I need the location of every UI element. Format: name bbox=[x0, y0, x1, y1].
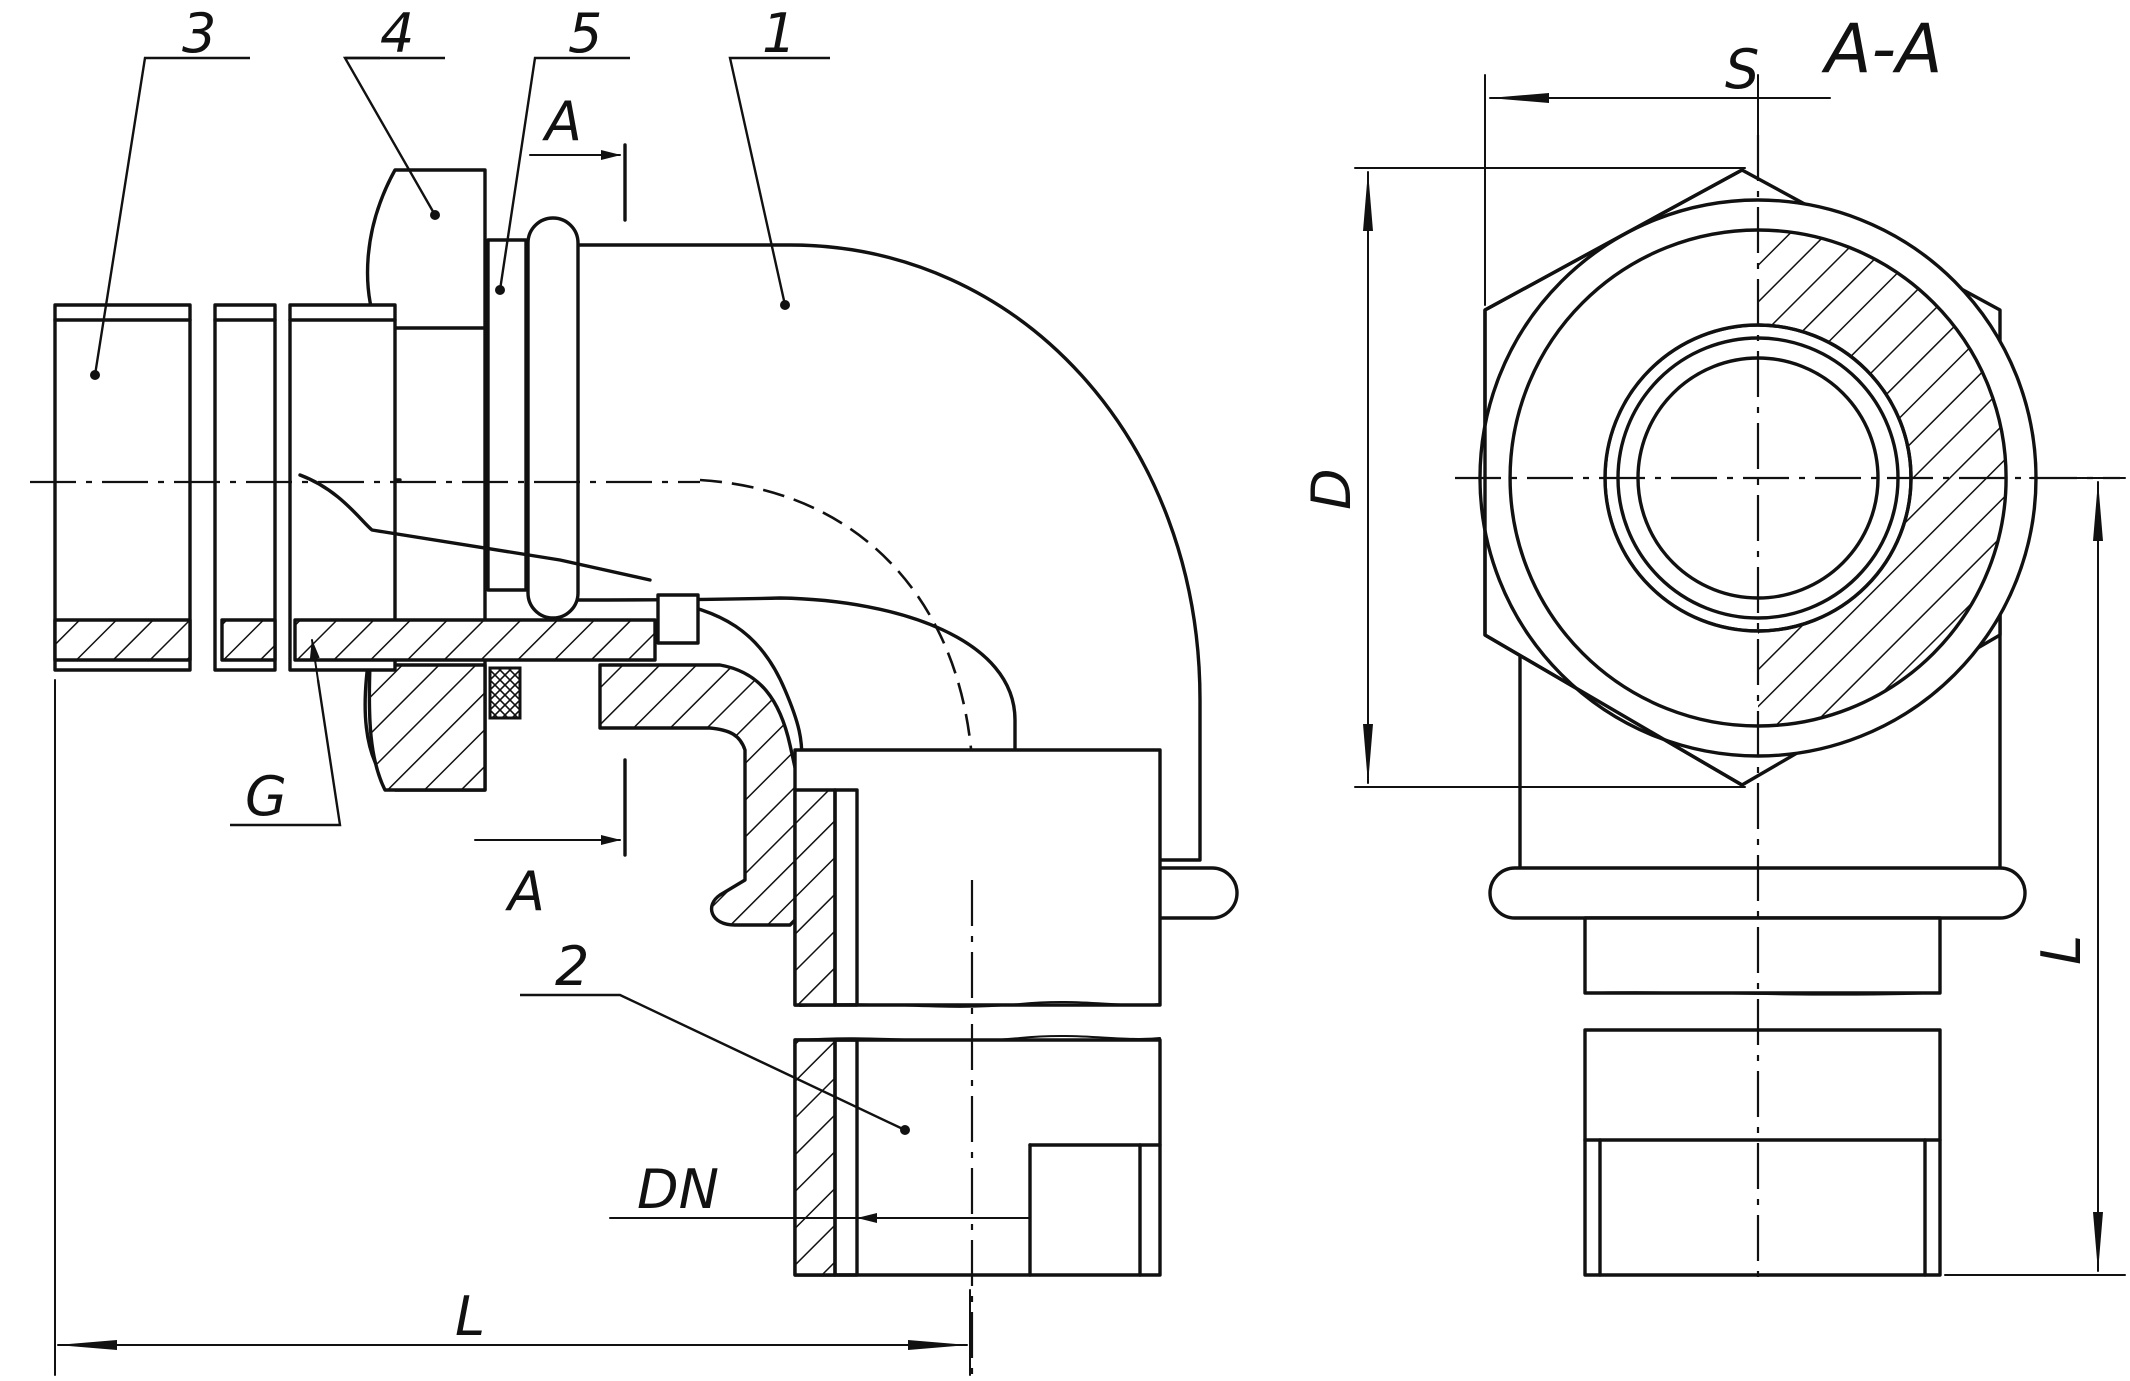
elbow-inlet-section bbox=[598, 663, 802, 927]
label-part-5: 5 bbox=[568, 2, 602, 65]
seal-ring-inner bbox=[486, 238, 528, 592]
label-nominal-diameter: DN bbox=[637, 1158, 719, 1221]
union-nut-section bbox=[367, 663, 487, 792]
elbow-side-view bbox=[30, 56, 1239, 1376]
seal-section bbox=[488, 666, 522, 720]
label-wrench-size: S bbox=[1725, 38, 1759, 101]
elbow-hidden-wall bbox=[699, 478, 974, 1000]
label-length-horizontal: L bbox=[455, 1285, 485, 1348]
section-pipe-lower bbox=[1583, 1028, 1942, 1277]
label-length-vertical: L bbox=[2030, 935, 2093, 965]
label-part-4: 4 bbox=[380, 2, 414, 65]
seal-ring-top bbox=[526, 216, 580, 620]
label-section-mark-bottom: A bbox=[505, 860, 545, 923]
outlet-pipe-lower bbox=[793, 1038, 1162, 1277]
section-a-a-view bbox=[1354, 74, 2126, 1280]
label-part-3: 3 bbox=[182, 2, 216, 65]
section-pipe-upper bbox=[1583, 916, 1942, 995]
outlet-pipe-upper bbox=[793, 748, 1162, 1007]
pipe-connector-seg2 bbox=[213, 303, 277, 672]
nipple-body bbox=[298, 473, 652, 582]
pipe-wall-section-2 bbox=[220, 618, 277, 662]
elbow-inner-bend bbox=[658, 598, 804, 762]
label-outer-diameter: D bbox=[1300, 468, 1363, 510]
label-section-mark-top: A bbox=[542, 90, 582, 153]
pipe-wall-section-1 bbox=[53, 618, 192, 662]
label-part-1: 1 bbox=[762, 2, 796, 65]
outlet-pipe-lower-section bbox=[793, 1038, 837, 1277]
label-part-2: 2 bbox=[555, 935, 589, 998]
label-thread: G bbox=[245, 765, 287, 828]
pipe-connector bbox=[53, 303, 192, 672]
label-section-title: A-A bbox=[1821, 10, 1943, 89]
labels: 3 4 5 1 2 A A G DN L S A-A D L bbox=[182, 2, 2093, 1348]
pipe-connector-seg3 bbox=[288, 303, 397, 672]
elbow-body bbox=[573, 243, 1202, 862]
outlet-pipe-upper-section bbox=[793, 788, 837, 1007]
pipe-wall-section-3 bbox=[293, 618, 657, 662]
